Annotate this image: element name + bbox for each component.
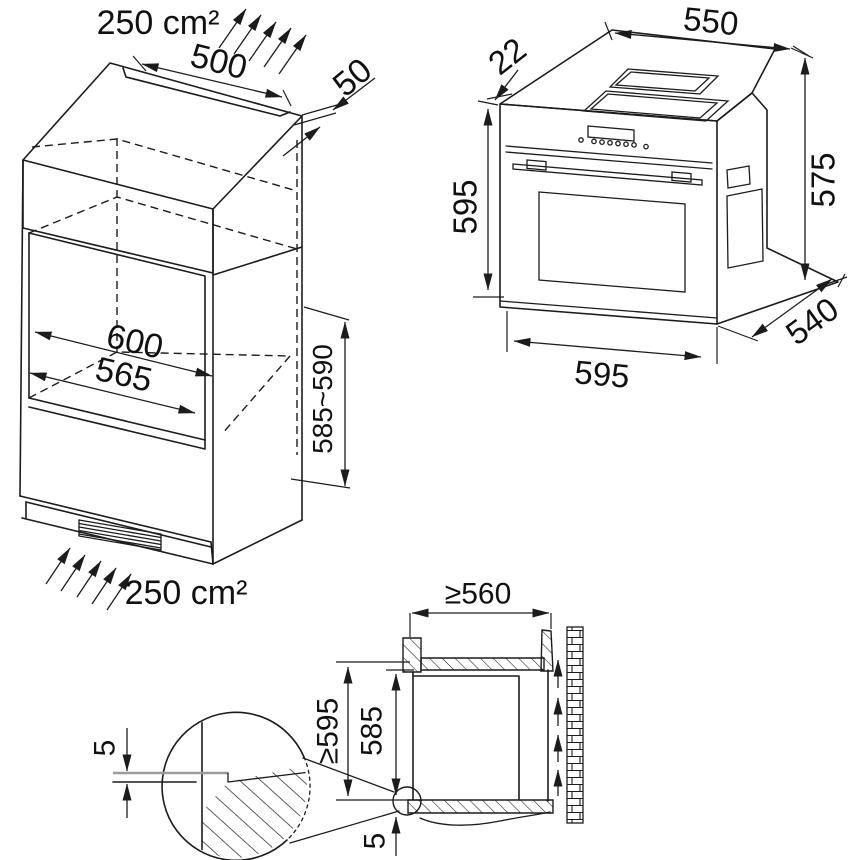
ventilation-arrows-top [218, 8, 307, 75]
dim-label-oven-front-width: 595 [573, 353, 631, 395]
section-bottom-shelf [407, 799, 554, 826]
dim-label-bottom-clearance: 5 [359, 833, 392, 850]
oven-handle-bar [512, 163, 703, 186]
detail-callout-circle [112, 711, 422, 860]
detail-content [201, 714, 307, 858]
oven-control-buttons [578, 137, 649, 150]
dim-label-oven-body-height: 575 [805, 152, 842, 207]
cabinet-outline [19, 62, 303, 565]
dim-label-top-vent-area: 250 cm² [97, 4, 220, 42]
cabinet-bottom-vent-grille [78, 519, 162, 551]
oven-top-vents [582, 68, 730, 122]
dim-label-bottom-vent-area: 250 cm² [125, 574, 248, 612]
dim-label-oven-top-depth: 550 [682, 0, 741, 42]
dim-label-oven-height-section: 585 [356, 706, 389, 756]
oven-control-panel [578, 125, 649, 150]
dim-label-detail-gap: 5 [89, 740, 122, 757]
cabinet-dimension-lines [29, 55, 376, 489]
detail-source-circle [392, 786, 422, 816]
oven-door-window [538, 191, 686, 293]
section-cabinet-lines [412, 669, 549, 802]
oven-dimension-lines [473, 21, 848, 364]
cabinet-isometric-view: 250 cm² 500 50 600 565 585~590 250 cm² [19, 4, 379, 612]
dim-label-oven-front-height: 595 [447, 179, 484, 234]
dim-label-min-niche-depth: ≥560 [445, 578, 512, 611]
brick-wall [566, 626, 584, 824]
section-worktop [402, 629, 554, 673]
dim-label-niche-height: 585~590 [307, 344, 338, 454]
dim-label-min-niche-height: ≥595 [312, 698, 345, 765]
oven-door [499, 145, 718, 319]
oven-side-cutouts [726, 165, 764, 269]
oven-display [587, 125, 635, 142]
installation-section-view: ≥560 ≥595 585 5 5 [89, 578, 584, 860]
ventilation-arrows-bottom [45, 547, 132, 611]
